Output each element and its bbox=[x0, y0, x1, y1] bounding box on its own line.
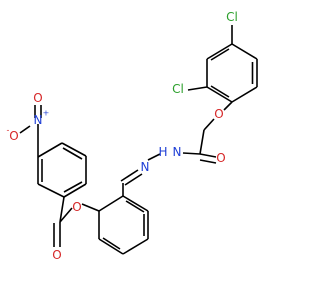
cl-atom-top: Cl bbox=[226, 10, 238, 24]
imine-bond-1 bbox=[124, 173, 143, 186]
imine-bond-2 bbox=[120, 169, 139, 182]
nitro-nitrogen-charge: + bbox=[43, 109, 50, 118]
aryl-ether-bond bbox=[223, 101, 233, 111]
central-phenyl-ring bbox=[98, 195, 149, 255]
nitro-oxygen-charge: - bbox=[7, 126, 10, 135]
c-cl-bond-mid bbox=[187, 86, 208, 91]
amide-nitrogen-atom: N bbox=[173, 145, 182, 159]
nitro-nitrogen-atom: N bbox=[34, 113, 43, 127]
ester-carbonyl-ring-bond bbox=[59, 196, 65, 223]
cl-atom-mid: Cl bbox=[172, 82, 184, 96]
ether-oxygen-atom: O bbox=[214, 107, 223, 121]
imine-nitrogen-atom: N bbox=[141, 160, 150, 174]
nitro-oxygen-atom-top: O bbox=[33, 91, 42, 105]
ester-o-carbonyl-bond bbox=[59, 207, 73, 223]
n-n-bond bbox=[147, 153, 161, 161]
ch2-carbonyl-bond bbox=[199, 129, 205, 155]
amide-co-bond-2 bbox=[199, 159, 217, 164]
ring-ester-o-bond bbox=[81, 203, 100, 212]
dichlorophenyl-ring bbox=[206, 43, 258, 103]
nitro-oxygen-atom-left: O bbox=[9, 129, 18, 143]
chemical-structure: Cl Cl O O H N N O O N + O O - bbox=[6, 10, 258, 262]
ester-oxygen-atom: O bbox=[72, 200, 81, 214]
amide-co-bond-1 bbox=[199, 153, 217, 158]
carbonyl-nh-bond bbox=[182, 152, 201, 155]
nitro-no-single bbox=[19, 125, 31, 134]
amide-oxygen-atom: O bbox=[216, 151, 225, 165]
amide-h-atom: H bbox=[158, 145, 167, 159]
nitrophenyl-ring bbox=[37, 142, 87, 198]
ether-ch2-bond bbox=[203, 118, 215, 131]
ester-carbonyl-oxygen-atom: O bbox=[52, 248, 61, 262]
